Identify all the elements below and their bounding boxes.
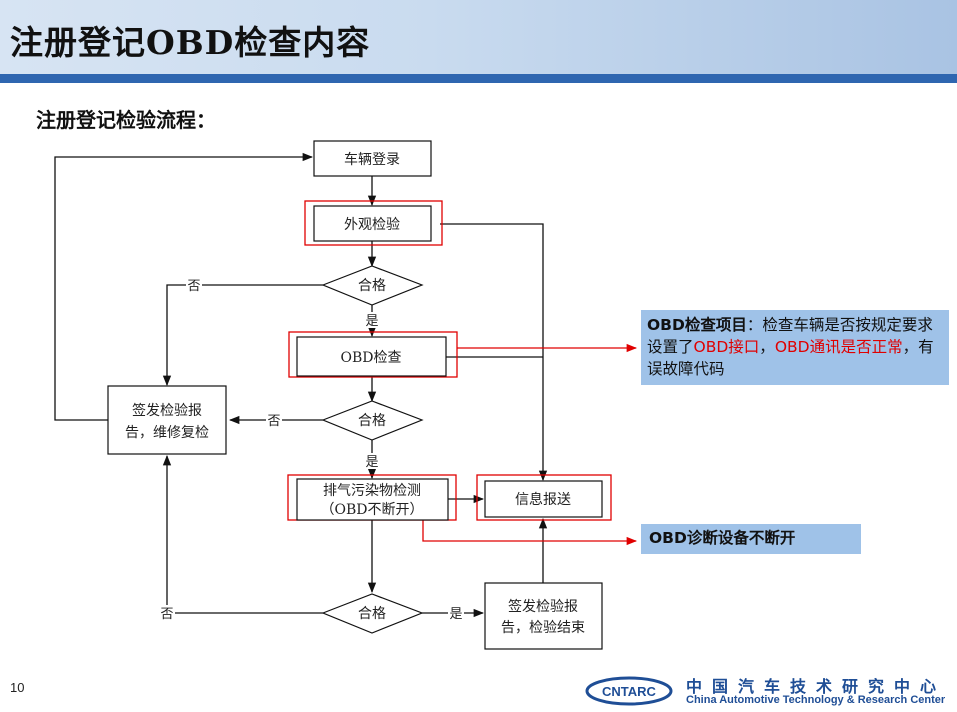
label-info-report: 信息报送 — [515, 491, 571, 508]
box-info-report — [484, 480, 603, 518]
decision-diamonds — [321, 265, 424, 634]
diamond-qualified-1 — [321, 265, 424, 306]
callout-obd-items-heading: OBD检查项目 — [647, 316, 747, 334]
box-issue-report-repair — [107, 385, 227, 455]
label-yes-2: 是 — [365, 455, 378, 470]
callout-obd-items: OBD检查项目：检查车辆是否按规定要求设置了OBD接口，OBD通讯是否正常，有误… — [641, 310, 949, 385]
process-boxes — [107, 140, 603, 650]
section-title: 注册登记检验流程： — [36, 108, 216, 132]
callout-obd-interface: OBD接口 — [693, 338, 760, 356]
box-issue-report-end — [484, 582, 603, 650]
highlight-connectors — [422, 343, 638, 546]
label-issue-report-repair-2: 告，维修复检 — [125, 424, 209, 441]
callout-obd-no-disconnect: OBD诊断设备不断开 — [641, 524, 861, 554]
label-issue-report-end-2: 告，检验结束 — [501, 620, 585, 636]
label-obd-check: OBD检查 — [341, 350, 402, 366]
box-obd-check — [296, 336, 447, 377]
title-underline-bar — [0, 74, 957, 83]
box-emission-test — [296, 478, 449, 521]
label-no-3: 否 — [160, 607, 173, 622]
flow-connectors — [54, 152, 548, 618]
diamond-qualified-2 — [321, 400, 424, 441]
title-banner — [0, 0, 957, 74]
label-appearance-check: 外观检验 — [344, 217, 400, 233]
label-issue-report-repair-1: 签发检验报 — [132, 402, 202, 419]
callout-obd-items-text: ：检查车辆是否按规定要求设置了 — [647, 316, 933, 356]
callout-fault-code: ，有误故障代码 — [647, 338, 934, 378]
label-yes-3: 是 — [449, 607, 462, 622]
label-emission-test-2: （OBD不断开） — [321, 502, 424, 518]
logo-text: CNTARC — [602, 684, 657, 699]
page-number: 10 — [10, 680, 25, 695]
label-qualified-3: 合格 — [358, 606, 386, 622]
label-qualified-2: 合格 — [358, 413, 386, 429]
org-name-en: China Automotive Technology & Research C… — [686, 694, 946, 706]
callout-obd-communication: OBD通讯是否正常 — [774, 338, 903, 356]
label-vehicle-login: 车辆登录 — [344, 151, 400, 168]
label-yes-1: 是 — [365, 314, 378, 329]
label-issue-report-end-1: 签发检验报 — [508, 598, 578, 615]
label-no-2: 否 — [267, 414, 280, 429]
org-logo: CNTARC — [584, 676, 674, 710]
label-qualified-1: 合格 — [358, 278, 386, 294]
box-vehicle-login — [313, 140, 432, 177]
label-no-1: 否 — [187, 279, 200, 294]
label-emission-test-1: 排气污染物检测 — [323, 483, 421, 499]
diamond-qualified-3 — [321, 593, 424, 634]
cntarc-logo-icon: CNTARC — [585, 676, 673, 706]
page-title: 注册登记OBD检查内容 — [10, 23, 371, 62]
callout-comma: ， — [759, 338, 775, 356]
box-appearance-check — [313, 205, 432, 242]
org-name-cn: 中国汽车技术研究中心 — [686, 677, 947, 696]
